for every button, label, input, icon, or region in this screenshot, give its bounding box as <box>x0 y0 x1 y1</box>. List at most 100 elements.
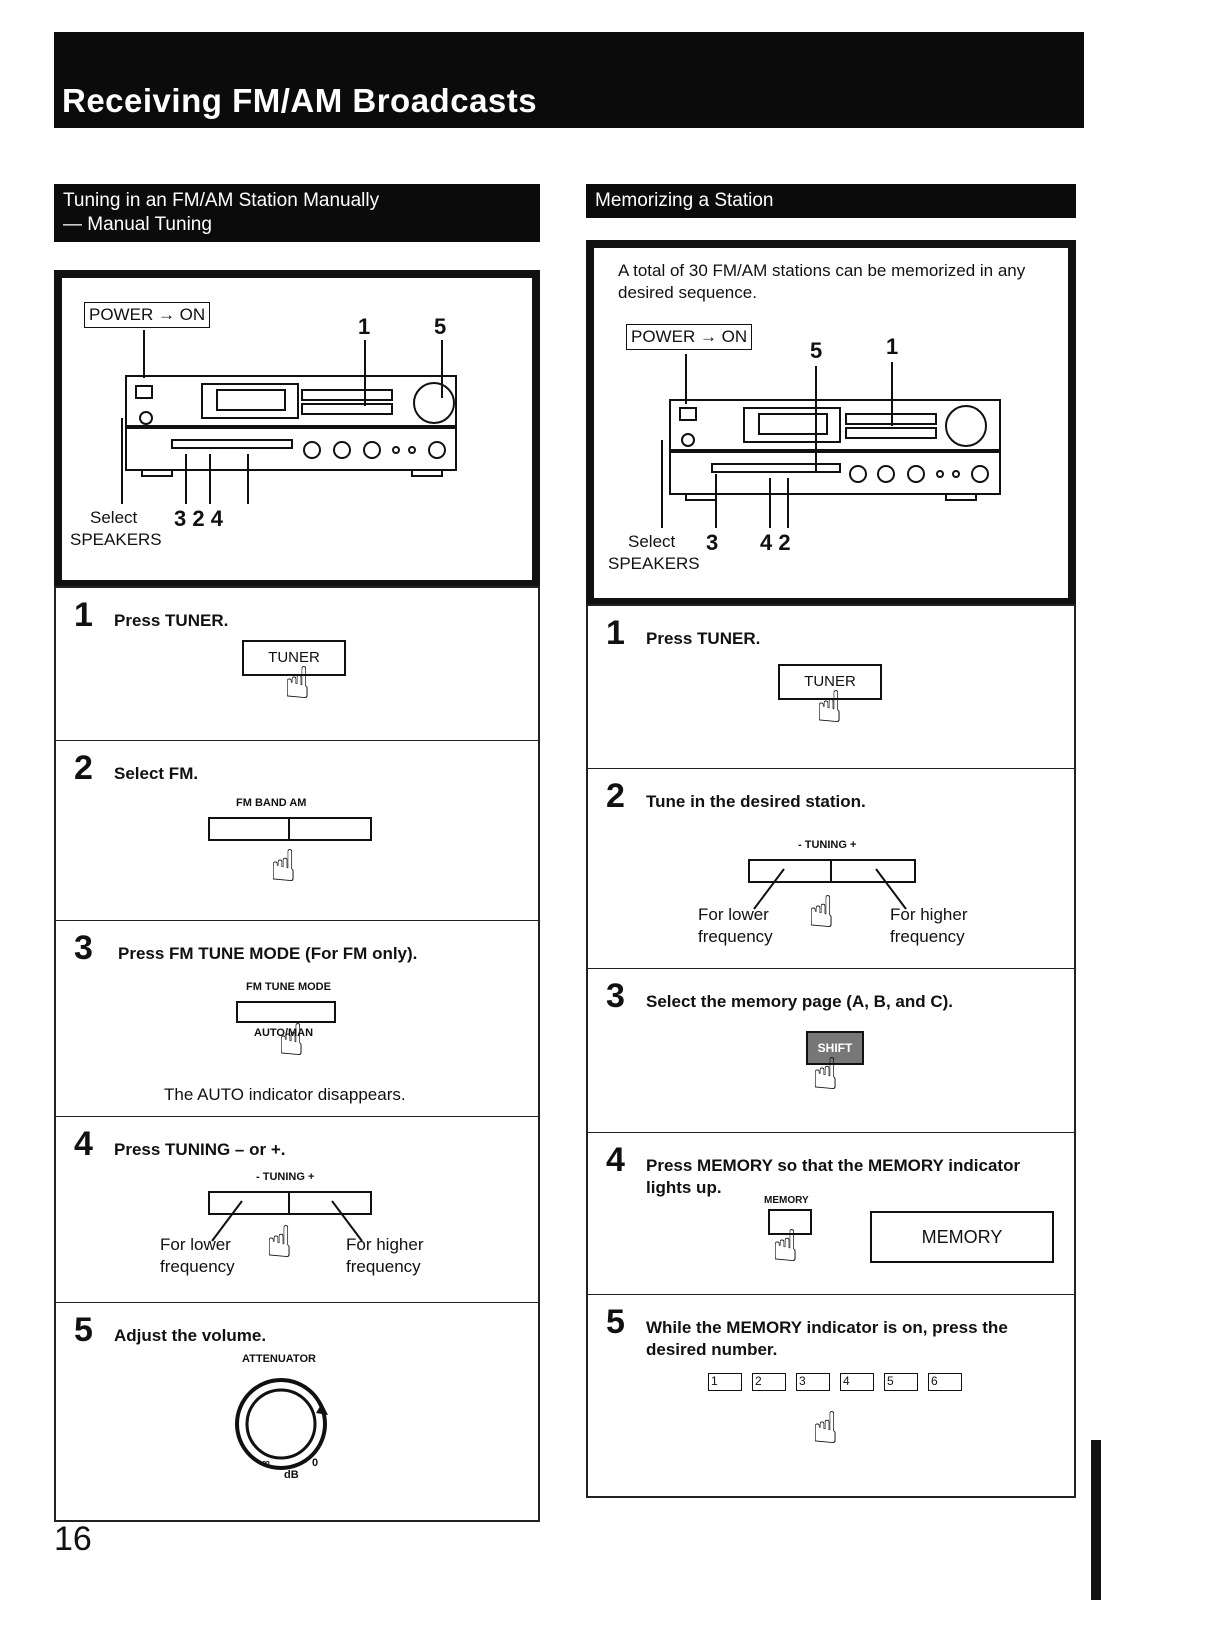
step-text: Tune in the desired station. <box>646 792 866 811</box>
tuning-pointers <box>211 1200 363 1242</box>
lower-frequency-label2: frequency <box>160 1257 235 1276</box>
tuning-button[interactable] <box>208 1191 372 1215</box>
right-receiver-figure: A total of 30 FM/AM stations can be memo… <box>586 240 1076 606</box>
fm-tune-mode-label: FM TUNE MODE <box>246 981 331 993</box>
callout-4-2: 4 2 <box>760 530 791 555</box>
page-title: Receiving FM/AM Broadcasts <box>62 82 538 119</box>
step-number: 4 <box>74 1125 93 1163</box>
auto-man-label: AUTO/MAN <box>254 1027 314 1039</box>
callout-5: 5 <box>434 314 447 339</box>
step-text: While the MEMORY indicator is on, press … <box>646 1318 1008 1337</box>
number-key-2[interactable]: 2 <box>752 1373 786 1391</box>
attenuator-label: ATTENUATOR <box>242 1353 316 1365</box>
step-number: 1 <box>74 596 93 634</box>
step-text: Select the memory page (A, B, and C). <box>646 992 954 1011</box>
fm-tune-mode-button[interactable] <box>236 1001 336 1023</box>
right-heading: Memorizing a Station <box>595 190 774 211</box>
callout-3: 3 <box>706 530 719 555</box>
lower-frequency-label: For lower <box>698 905 769 924</box>
hand-pointer-icon: ☝ <box>278 1015 305 1066</box>
right-step-1: 1 Press TUNER. TUNER ☝ <box>588 606 1074 768</box>
right-step-4: 4 Press MEMORY so that the MEMORY indica… <box>588 1132 1074 1294</box>
receiver-drawing <box>661 354 1001 528</box>
lower-frequency-label: For lower <box>160 1235 231 1254</box>
step-number: 1 <box>606 614 625 652</box>
callout-1: 1 <box>358 314 371 339</box>
tuning-label: - TUNING + <box>798 839 857 851</box>
page-edge-bar <box>1091 1440 1101 1600</box>
page-number: 16 <box>54 1520 92 1558</box>
volume-knob-icon[interactable] <box>226 1369 336 1479</box>
step-text: Adjust the volume. <box>114 1326 267 1345</box>
number-key-4[interactable]: 4 <box>840 1373 874 1391</box>
step-text: Press MEMORY so that the MEMORY indicato… <box>646 1156 1021 1175</box>
left-step-5: 5 Adjust the volume. ATTENUATOR ∞ 0 dB <box>56 1302 538 1520</box>
step-number: 5 <box>606 1303 625 1341</box>
step-number: 2 <box>74 749 93 787</box>
number-keys: 1 2 3 4 5 6 <box>708 1373 962 1391</box>
speakers-label: SPEAKERS <box>608 554 700 573</box>
step-number: 3 <box>606 977 625 1015</box>
callout-3-2-4: 3 2 4 <box>174 506 223 531</box>
step-text: Press TUNER. <box>114 611 229 630</box>
select-label: Select <box>628 532 676 551</box>
receiver-drawing <box>121 330 457 504</box>
step-text: Press TUNER. <box>646 629 761 648</box>
step-text: Press FM TUNE MODE (For FM only). <box>118 944 418 963</box>
max-label: 0 <box>312 1457 319 1469</box>
left-heading-line1: Tuning in an FM/AM Station Manually <box>63 190 380 211</box>
hand-pointer-icon: ☝ <box>270 841 297 892</box>
shift-button[interactable]: SHIFT <box>806 1031 864 1065</box>
higher-frequency-label: For higher <box>890 905 968 924</box>
hand-pointer-icon: ☝ <box>266 1217 293 1268</box>
db-label: dB <box>284 1469 299 1481</box>
higher-frequency-label2: frequency <box>346 1257 421 1276</box>
step-text-line2: lights up. <box>646 1178 722 1197</box>
speakers-label: SPEAKERS <box>70 530 162 549</box>
lower-frequency-label2: frequency <box>698 927 773 946</box>
intro-text: A total of 30 FM/AM stations can be memo… <box>618 261 1026 302</box>
number-key-5[interactable]: 5 <box>884 1373 918 1391</box>
tuner-button[interactable]: TUNER <box>242 640 346 676</box>
hand-pointer-icon: ☝ <box>772 1221 799 1272</box>
step-text-line2: desired number. <box>646 1340 778 1359</box>
step-text: Press TUNING – or +. <box>114 1140 286 1159</box>
higher-frequency-label2: frequency <box>890 927 965 946</box>
min-label: ∞ <box>262 1457 270 1469</box>
left-receiver-figure: POWER → ON 1 5 <box>54 270 540 588</box>
select-label: Select <box>90 508 138 527</box>
power-on-label: POWER → ON <box>84 302 211 328</box>
right-steps-panel: 1 Press TUNER. TUNER ☝ 2 Tune in the des… <box>586 604 1076 1498</box>
number-key-1[interactable]: 1 <box>708 1373 742 1391</box>
hand-pointer-icon: ☝ <box>816 682 843 733</box>
left-section-heading: Tuning in an FM/AM Station Manually — Ma… <box>54 184 540 242</box>
tuning-pointers <box>753 868 907 910</box>
step-text: Select FM. <box>114 764 199 783</box>
step-number: 4 <box>606 1141 625 1179</box>
right-step-5: 5 While the MEMORY indicator is on, pres… <box>588 1294 1074 1496</box>
tuning-label: - TUNING + <box>256 1171 315 1183</box>
left-step-2: 2 Select FM. FM BAND AM ☝ <box>56 740 538 920</box>
right-step-2: 2 Tune in the desired station. - TUNING … <box>588 768 1074 968</box>
power-on-label: POWER → ON <box>626 324 753 350</box>
memory-button-label: MEMORY <box>764 1195 809 1206</box>
tuning-button[interactable] <box>748 859 916 883</box>
left-steps-panel: 1 Press TUNER. TUNER ☝ 2 Select FM. FM B… <box>54 586 540 1522</box>
step-number: 2 <box>606 777 625 815</box>
band-labels: FM BAND AM <box>236 797 307 809</box>
step-number: 3 <box>74 929 93 967</box>
left-step-1: 1 Press TUNER. TUNER ☝ <box>56 588 538 740</box>
hand-pointer-icon: ☝ <box>812 1403 839 1454</box>
tuner-button[interactable]: TUNER <box>778 664 882 700</box>
hand-pointer-icon: ☝ <box>284 658 311 709</box>
number-key-6[interactable]: 6 <box>928 1373 962 1391</box>
right-step-3: 3 Select the memory page (A, B, and C). … <box>588 968 1074 1132</box>
band-button[interactable] <box>208 817 372 841</box>
auto-indicator-note: The AUTO indicator disappears. <box>164 1085 406 1104</box>
memory-indicator-display: MEMORY <box>870 1211 1054 1263</box>
higher-frequency-label: For higher <box>346 1235 424 1254</box>
callout-5: 5 <box>810 338 823 363</box>
step-number: 5 <box>74 1311 93 1349</box>
number-key-3[interactable]: 3 <box>796 1373 830 1391</box>
memory-button[interactable] <box>768 1209 812 1235</box>
